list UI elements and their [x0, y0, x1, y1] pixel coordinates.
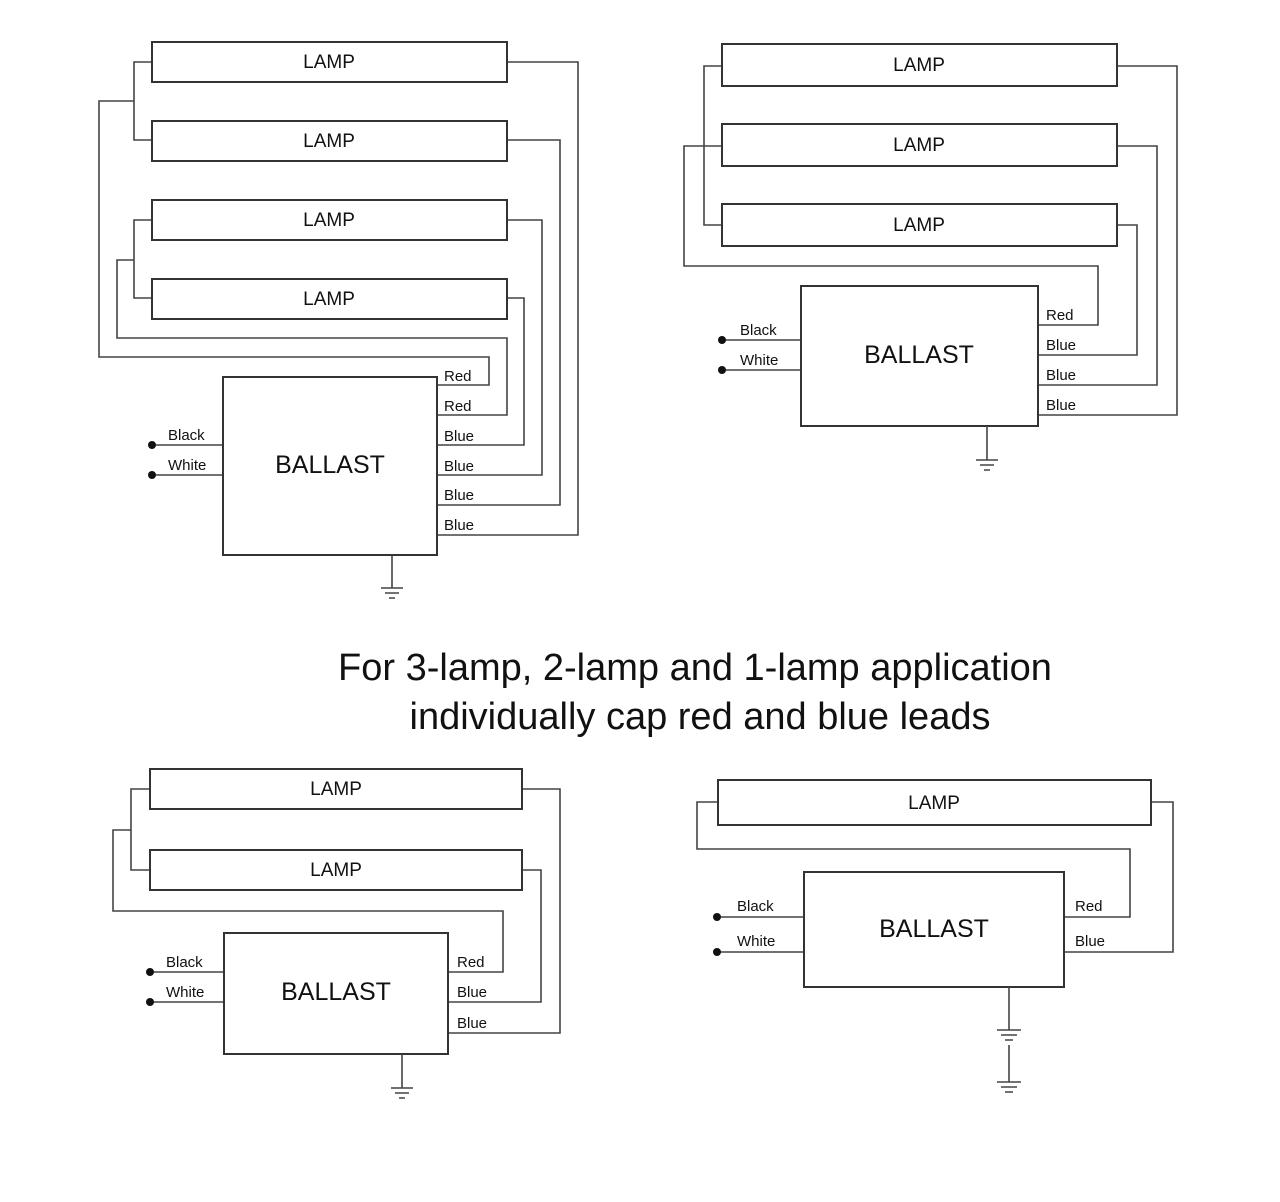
- lamp-tube: [151, 41, 508, 83]
- input-lead-label: Black: [740, 322, 777, 339]
- output-lead-label: Red: [1075, 898, 1103, 915]
- three-lamp-diagram: LAMP LAMP LAMP BALLAST Black White Red B…: [683, 43, 1178, 471]
- lamp-tube: [721, 203, 1118, 247]
- input-lead-label: White: [166, 984, 204, 1001]
- black-lead-terminal: [718, 336, 726, 344]
- input-lead-label: White: [168, 457, 206, 474]
- lamp-label: LAMP: [893, 215, 945, 236]
- ballast-label: BALLAST: [864, 341, 974, 369]
- lamp-label: LAMP: [303, 52, 355, 73]
- ground-icon: [976, 426, 998, 471]
- lamp-label: LAMP: [303, 210, 355, 231]
- white-lead-terminal: [713, 948, 721, 956]
- ballast-box: [222, 376, 438, 556]
- caption-line-1: For 3-lamp, 2-lamp and 1-lamp applicatio…: [338, 647, 1052, 689]
- black-lead-terminal: [146, 968, 154, 976]
- input-lead-label: White: [737, 933, 775, 950]
- ballast-label: BALLAST: [275, 451, 385, 479]
- lamp-tube: [151, 278, 508, 320]
- output-lead-label: Blue: [444, 458, 474, 475]
- lamp-tube: [151, 199, 508, 241]
- output-lead-label: Red: [457, 954, 485, 971]
- input-lead-label: Black: [166, 954, 203, 971]
- one-lamp-diagram: LAMP BALLAST Black White Red Blue: [696, 779, 1174, 1093]
- lamp-label: LAMP: [310, 779, 362, 800]
- black-lead-terminal: [713, 913, 721, 921]
- lamp-tube: [721, 43, 1118, 87]
- lamp-label: LAMP: [303, 289, 355, 310]
- output-lead-label: Blue: [457, 984, 487, 1001]
- lamp-label: LAMP: [310, 860, 362, 881]
- ballast-label: BALLAST: [879, 915, 989, 943]
- lamp-label: LAMP: [893, 135, 945, 156]
- input-lead-label: Black: [168, 427, 205, 444]
- four-lamp-diagram: LAMP LAMP LAMP LAMP BALLAST Black White …: [98, 41, 579, 599]
- lamp-tube: [721, 123, 1118, 167]
- two-lamp-diagram: LAMP LAMP BALLAST Black White Red Blue B…: [112, 768, 561, 1099]
- output-lead-label: Blue: [1046, 367, 1076, 384]
- ground-icon: [391, 1054, 413, 1099]
- three-lamp-wires: [683, 65, 1178, 416]
- lamp-label: LAMP: [303, 131, 355, 152]
- four-lamp-wires: [98, 61, 579, 536]
- ground-icon: [997, 987, 1021, 1041]
- ballast-box: [800, 285, 1039, 427]
- white-lead-terminal: [146, 998, 154, 1006]
- white-lead-terminal: [718, 366, 726, 374]
- lamp-tube: [149, 768, 523, 810]
- output-lead-label: Blue: [1075, 933, 1105, 950]
- output-lead-label: Blue: [444, 517, 474, 534]
- ground-icon: [997, 1045, 1021, 1093]
- output-lead-label: Red: [444, 398, 472, 415]
- output-lead-label: Blue: [1046, 397, 1076, 414]
- ballast-box: [803, 871, 1065, 988]
- ballast-label: BALLAST: [281, 978, 391, 1006]
- ground-icon: [381, 555, 403, 599]
- output-lead-label: Blue: [457, 1015, 487, 1032]
- black-lead-terminal: [148, 441, 156, 449]
- lamp-tube: [149, 849, 523, 891]
- caption-line-2: individually cap red and blue leads: [410, 696, 991, 738]
- input-lead-label: Black: [737, 898, 774, 915]
- one-lamp-wires: [696, 801, 1174, 953]
- lamp-label: LAMP: [908, 793, 960, 814]
- two-lamp-wires: [112, 788, 561, 1034]
- lamp-tube: [717, 779, 1152, 826]
- output-lead-label: Blue: [444, 428, 474, 445]
- output-lead-label: Red: [1046, 307, 1074, 324]
- ballast-box: [223, 932, 449, 1055]
- lamp-label: LAMP: [893, 55, 945, 76]
- output-lead-label: Red: [444, 368, 472, 385]
- output-lead-label: Blue: [1046, 337, 1076, 354]
- lamp-tube: [151, 120, 508, 162]
- input-lead-label: White: [740, 352, 778, 369]
- output-lead-label: Blue: [444, 487, 474, 504]
- white-lead-terminal: [148, 471, 156, 479]
